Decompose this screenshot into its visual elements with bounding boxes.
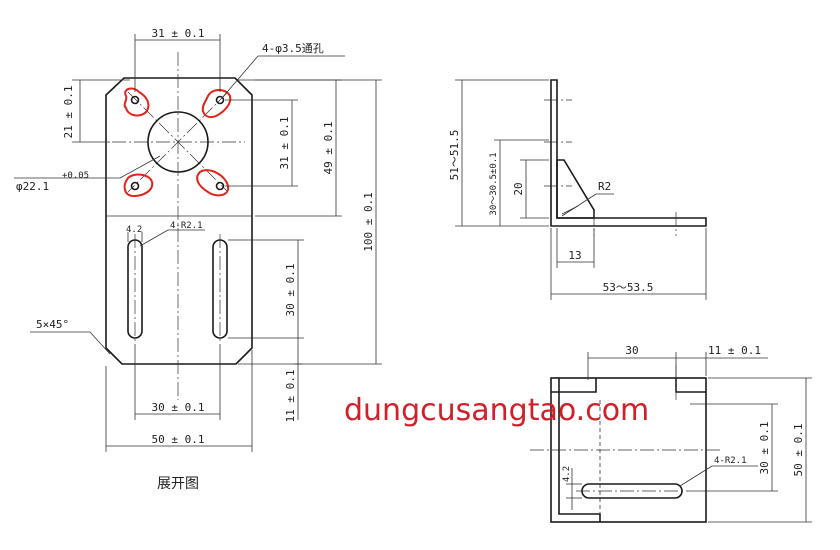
slot-label: 4-R2.1 bbox=[170, 221, 203, 231]
red-mark-tl bbox=[123, 87, 150, 117]
mount-hole-bl bbox=[130, 181, 140, 191]
center-bore bbox=[147, 111, 209, 173]
top-slot-label: 4-R2.1 bbox=[714, 456, 747, 466]
red-mark-br bbox=[196, 169, 230, 197]
side-dim-base: 53～53.5 bbox=[603, 281, 654, 294]
side-dim-flange: 30～30.5±0.1 bbox=[489, 152, 499, 215]
slot-width: 4.2 bbox=[126, 225, 142, 235]
side-fillet-label: R2 bbox=[598, 180, 611, 193]
red-mark-bl bbox=[123, 173, 154, 198]
side-dim-13: 13 bbox=[568, 249, 581, 262]
top-dim-30: 30 bbox=[625, 344, 638, 357]
mount-hole-br bbox=[215, 181, 225, 191]
side-dim-height: 51～51.5 bbox=[448, 130, 461, 181]
hole-label: 4-φ3.5通孔 bbox=[262, 42, 324, 55]
side-gusset bbox=[556, 159, 595, 219]
red-mark-tr bbox=[201, 89, 232, 118]
dim-total-width: 50 ± 0.1 bbox=[152, 433, 205, 446]
dim-bottom-11: 11 ± 0.1 bbox=[284, 370, 297, 423]
dim-left-upper: 21 ± 0.1 bbox=[62, 86, 75, 139]
mount-hole-tr bbox=[215, 95, 225, 105]
side-view: 51～51.5 30～30.5±0.1 20 R2 13 53～53.5 bbox=[448, 79, 707, 300]
top-slot-width: 4.2 bbox=[562, 466, 572, 482]
watermark-text: dungcusangtao.com bbox=[344, 393, 649, 428]
dim-49: 49 ± 0.1 bbox=[322, 122, 335, 175]
dim-100: 100 ± 0.1 bbox=[362, 192, 375, 252]
top-dim-inner-30: 30 ± 0.1 bbox=[758, 422, 771, 475]
top-dim-outer-50: 50 ± 0.1 bbox=[792, 424, 805, 477]
front-caption: 展开图 bbox=[157, 476, 199, 492]
mount-hole-tl bbox=[130, 95, 140, 105]
dim-slot-length: 30 ± 0.1 bbox=[284, 264, 297, 317]
top-right-tab bbox=[675, 378, 706, 393]
top-dim-11: 11 ± 0.1 bbox=[708, 344, 761, 357]
dim-inner-vertical: 31 ± 0.1 bbox=[278, 117, 291, 170]
bore-tolerance: +0.05 bbox=[62, 171, 89, 181]
top-upper-notch bbox=[551, 378, 597, 393]
side-dim-20: 20 bbox=[512, 182, 525, 195]
front-view: 31 ± 0.1 4-φ3.5通孔 21 ± 0.1 φ22.1 +0.05 3… bbox=[14, 27, 382, 492]
top-inner-left bbox=[558, 378, 601, 522]
side-l-profile bbox=[550, 79, 707, 227]
dim-slot-spacing: 30 ± 0.1 bbox=[152, 401, 205, 414]
bore-label: φ22.1 bbox=[16, 180, 49, 193]
chamfer-label: 5×45° bbox=[36, 318, 69, 331]
front-outline bbox=[105, 77, 253, 365]
dim-top-spacing: 31 ± 0.1 bbox=[152, 27, 205, 40]
top-view: 30 11 ± 0.1 30 ± 0.1 50 ± 0.1 4.2 4-R2.1 bbox=[530, 344, 812, 523]
